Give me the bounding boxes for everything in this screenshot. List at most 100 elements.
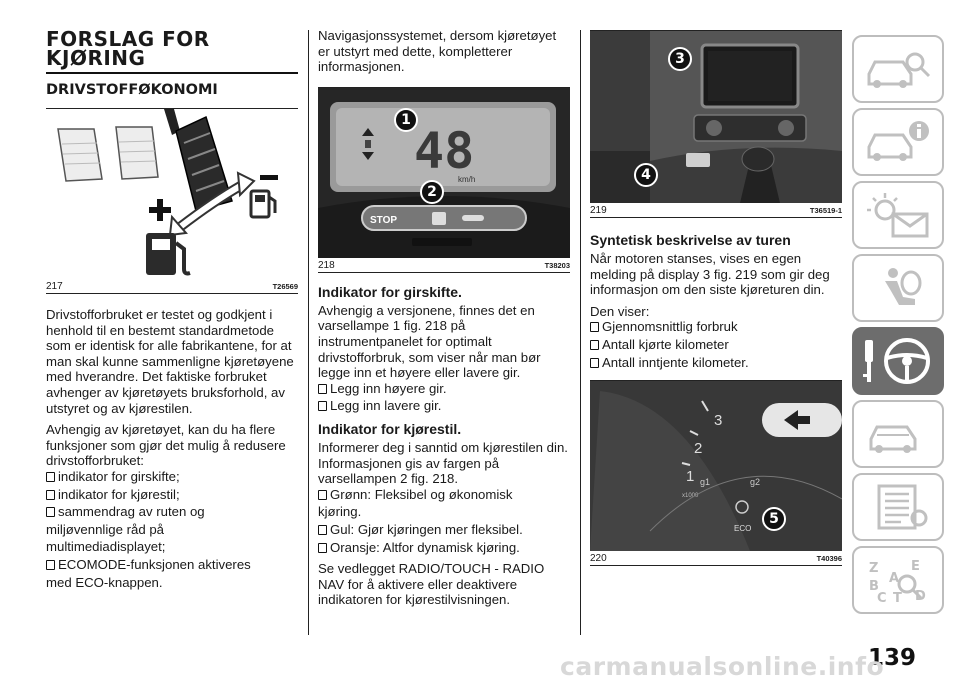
gauge-label: g2 — [750, 477, 760, 487]
checkbox-icon — [318, 542, 327, 553]
paragraph: Drivstofforbruket er testet og godkjent … — [46, 307, 294, 416]
tab-starting-driving[interactable] — [852, 327, 944, 395]
list-item: Antall kjørte kilometer — [590, 337, 840, 353]
title-rule — [46, 72, 298, 74]
subheading: Indikator for girskifte. — [318, 283, 462, 300]
speed-readout: 48 — [414, 122, 474, 180]
paragraph: Når motoren stanses, vises en egen meldi… — [590, 251, 830, 298]
tab-safety[interactable] — [852, 254, 944, 322]
column-divider — [580, 30, 581, 635]
list-item-text: Legg inn lavere gir. — [330, 398, 442, 414]
tab-technical-data[interactable] — [852, 473, 944, 541]
list-item-text: indikator for kjørestil; — [58, 486, 180, 502]
instrument-cluster-photo: 3 2 1 x1000 ECO g1 g2 5 — [590, 381, 842, 552]
figure-caption: 220 T40396 — [590, 551, 842, 565]
list-item: Legg inn høyere gir. — [318, 381, 570, 397]
gauge-number: 3 — [714, 412, 722, 429]
multimedia-display-photo: 3 4 — [590, 31, 842, 203]
figure-217: 217 T26569 — [46, 108, 298, 294]
list-item: Oransje: Altfor dynamisk kjøring. — [318, 540, 570, 556]
subheading: Syntetisk beskrivelse av turen — [590, 232, 791, 248]
figure-number: 219 — [590, 205, 607, 216]
list-item: sammendrag av ruten og — [46, 504, 298, 520]
figure-code: T40396 — [816, 554, 842, 564]
key-steering-wheel-icon — [863, 338, 930, 384]
car-info-icon — [867, 121, 929, 161]
column-2: Navigasjonssystemet, dersom kjøretøyet e… — [318, 28, 570, 608]
callout-1: 1 — [394, 107, 418, 132]
figure-number: 217 — [46, 281, 63, 292]
watermark: carmanualsonline.info — [560, 652, 885, 678]
bullet-list: indikator for girskifte; indikator for k… — [46, 469, 298, 590]
list-item-text: Gul: Gjør kjøringen mer fleksibel. — [330, 521, 523, 537]
index-letter: Z — [869, 561, 878, 576]
figure-code: T36519-1 — [809, 206, 842, 215]
list-item-text: Legg inn høyere gir. — [330, 380, 447, 396]
speed-unit: km/h — [458, 175, 475, 184]
list-item-continuation: med ECO-knappen. — [46, 574, 163, 590]
bullet-list: Grønn: Fleksibel og økonomisk kjøring. G… — [318, 487, 570, 555]
checkbox-icon — [46, 471, 55, 482]
checkbox-icon — [590, 357, 599, 368]
checkbox-icon — [46, 489, 55, 500]
checkbox-icon — [46, 559, 55, 570]
title-line-2: KJØRING — [46, 46, 146, 70]
figure-219: 3 4 219 T36519-1 — [590, 30, 842, 218]
checkbox-icon — [318, 383, 327, 394]
figure-code: T26569 — [272, 282, 298, 291]
list-item: Gjennomsnittlig forbruk — [590, 319, 840, 335]
list-item-text: Antall kjørte kilometer — [602, 336, 729, 352]
checkbox-icon — [590, 322, 599, 333]
page-title: FORSLAG FOR KJØRING — [46, 27, 298, 70]
subheading: Indikator for kjørestil. — [318, 420, 462, 437]
index-letter: T — [893, 591, 902, 606]
index-letter: A — [889, 571, 899, 586]
alphabet-index-icon: Z E A B C T D — [869, 559, 926, 606]
title-line-1: FORSLAG FOR — [46, 27, 210, 51]
tab-car-knowledge[interactable] — [852, 35, 944, 103]
car-search-icon — [867, 52, 931, 88]
list-item-text: Oransje: Altfor dynamisk kjøring. — [330, 539, 520, 555]
tab-emergency[interactable] — [852, 400, 944, 468]
list-item-text: ECOMODE-funksjonen aktiveres — [58, 556, 251, 572]
paragraph: Avhengig av kjøretøyet, kan du ha flere … — [46, 422, 286, 469]
figure-220: 3 2 1 x1000 ECO g1 g2 5 220 T40396 — [590, 380, 842, 567]
checkbox-icon — [590, 339, 599, 350]
index-letter: B — [869, 579, 879, 594]
paragraph: Informerer deg i sanntid om kjørestilen … — [318, 439, 568, 487]
list-item: Grønn: Fleksibel og økonomisk — [318, 487, 570, 503]
paragraph: Se vedlegget RADIO/TOUCH - RADIO NAV for… — [318, 561, 545, 608]
chapter-tabs: Z E A B C T D — [852, 35, 944, 619]
list-item-text: Grønn: Fleksibel og økonomisk — [330, 486, 513, 502]
figure-caption: 218 T38203 — [318, 258, 570, 272]
list-item: Antall inntjente kilometer. — [590, 355, 840, 371]
car-breakdown-icon — [869, 425, 917, 453]
column-1: FORSLAG FOR KJØRING DRIVSTOFFØKONOMI — [46, 27, 298, 592]
tab-car-info[interactable] — [852, 108, 944, 176]
list-item-text: Antall inntjente kilometer. — [602, 354, 749, 370]
gauge-unit: x1000 — [682, 493, 699, 499]
gauge-number: 2 — [694, 440, 702, 457]
figure-caption: 219 T36519-1 — [590, 203, 842, 217]
list-item: indikator for girskifte; — [46, 469, 298, 485]
tab-lights-messages[interactable] — [852, 181, 944, 249]
figure-number: 220 — [590, 553, 607, 565]
gauge-label: g1 — [700, 477, 710, 487]
callout-2: 2 — [420, 179, 444, 204]
index-letter: C — [877, 591, 887, 606]
checkbox-icon — [318, 524, 327, 535]
list-item: indikator for kjørestil; — [46, 487, 298, 503]
figure-218: 48 km/h STOP 1 2 218 T38203 — [318, 86, 570, 273]
stop-label: STOP — [370, 215, 397, 226]
page-number: 139 — [868, 645, 917, 671]
callout-3: 3 — [668, 47, 692, 71]
paragraph: Navigasjonssystemet, dersom kjøretøyet e… — [318, 28, 557, 75]
dashboard-display-photo: 48 km/h STOP 1 2 — [318, 87, 570, 258]
airbag-person-icon — [885, 268, 922, 305]
column-divider — [308, 30, 309, 635]
section-title: DRIVSTOFFØKONOMI — [46, 82, 218, 98]
list-item-text: Gjennomsnittlig forbruk — [602, 319, 738, 335]
tab-index[interactable]: Z E A B C T D — [852, 546, 944, 614]
lights-message-icon — [867, 193, 929, 238]
pedals-illustration — [46, 109, 298, 279]
